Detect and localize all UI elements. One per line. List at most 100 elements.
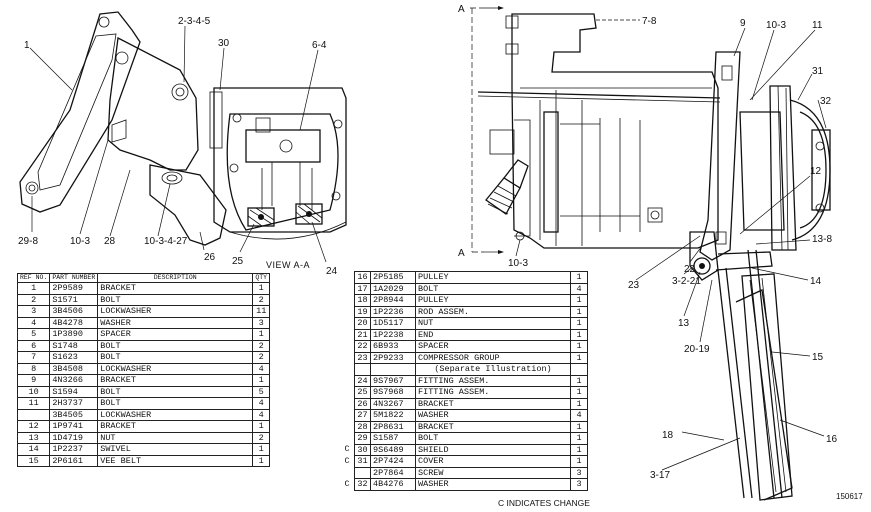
qty: 1 bbox=[570, 294, 588, 307]
ref-no: 11 bbox=[16, 397, 51, 410]
callout-25: 25 bbox=[232, 256, 244, 267]
callout-12: 12 bbox=[810, 166, 822, 177]
ref-no: 16 bbox=[354, 271, 371, 284]
part-number bbox=[370, 363, 416, 376]
qty: 1 bbox=[252, 443, 271, 456]
left-view-drawing bbox=[19, 11, 347, 246]
description: BOLT bbox=[97, 339, 254, 352]
qty: 1 bbox=[252, 282, 271, 295]
callout-13-8: 13-8 bbox=[812, 234, 832, 245]
part-number: 1A2029 bbox=[370, 282, 416, 295]
change-mark bbox=[340, 364, 355, 376]
ref-no: 2 bbox=[16, 293, 51, 306]
description: FITTING ASSEM. bbox=[415, 374, 571, 387]
qty: 1 bbox=[252, 420, 271, 433]
description: (Separate Illustration) bbox=[415, 363, 571, 376]
part-number: 1D5117 bbox=[370, 317, 416, 330]
ref-no bbox=[354, 363, 371, 376]
ref-no: 30 bbox=[354, 443, 371, 456]
callout-16: 16 bbox=[826, 434, 838, 445]
description: ROD ASSEM. bbox=[415, 305, 571, 318]
qty: 1 bbox=[570, 340, 588, 353]
qty: 1 bbox=[570, 351, 588, 364]
ref-no: 25 bbox=[354, 386, 371, 399]
ref-no: 17 bbox=[354, 282, 371, 295]
part-number: 9S7967 bbox=[370, 374, 416, 387]
description: COVER bbox=[415, 455, 571, 468]
ref-no: 1 bbox=[16, 282, 51, 295]
change-mark bbox=[340, 433, 355, 445]
part-number: S1748 bbox=[49, 339, 99, 352]
qty: 1 bbox=[252, 454, 271, 467]
change-mark bbox=[340, 295, 355, 307]
ref-no: 31 bbox=[354, 455, 371, 468]
qty: 1 bbox=[252, 328, 271, 341]
callout-30: 30 bbox=[218, 38, 230, 49]
change-footnote: C INDICATES CHANGE bbox=[498, 498, 590, 508]
part-number: 6B933 bbox=[370, 340, 416, 353]
description: WASHER bbox=[415, 478, 571, 491]
part-number: 9S7968 bbox=[370, 386, 416, 399]
callout-26: 26 bbox=[204, 252, 216, 263]
part-number: 1D4719 bbox=[49, 431, 99, 444]
description: BOLT bbox=[97, 397, 254, 410]
callout-10-3-4-27: 10-3-4-27 bbox=[144, 236, 188, 247]
ref-no: 7 bbox=[16, 351, 51, 364]
ref-no: 15 bbox=[16, 454, 51, 467]
qty: 1 bbox=[252, 374, 271, 387]
ref-no: 24 bbox=[354, 374, 371, 387]
callout-18: 18 bbox=[662, 430, 674, 441]
qty: 3 bbox=[252, 316, 271, 329]
ref-no: 27 bbox=[354, 409, 371, 422]
part-number: 2H3737 bbox=[49, 397, 99, 410]
part-number: S1571 bbox=[49, 293, 99, 306]
description: WASHER bbox=[97, 316, 254, 329]
part-number: 1P3890 bbox=[49, 328, 99, 341]
description: LOCKWASHER bbox=[97, 408, 254, 421]
description: BOLT bbox=[97, 351, 254, 364]
qty: 4 bbox=[252, 397, 271, 410]
qty: 5 bbox=[252, 385, 271, 398]
ref-no: 18 bbox=[354, 294, 371, 307]
part-number: 2P6161 bbox=[49, 454, 99, 467]
qty: 4 bbox=[570, 282, 588, 295]
part-number: 1P2237 bbox=[49, 443, 99, 456]
change-mark bbox=[340, 410, 355, 422]
view-label: VIEW A-A bbox=[266, 260, 310, 270]
ref-no: 9 bbox=[16, 374, 51, 387]
qty: 1 bbox=[570, 305, 588, 318]
change-mark bbox=[340, 421, 355, 433]
ref-no: 4 bbox=[16, 316, 51, 329]
part-number: 4B4276 bbox=[370, 478, 416, 491]
callout-28: 28 bbox=[104, 236, 116, 247]
ref-no: 26 bbox=[354, 397, 371, 410]
part-number: S1623 bbox=[49, 351, 99, 364]
callout-24: 24 bbox=[326, 266, 338, 277]
description: BRACKET bbox=[97, 420, 254, 433]
part-number: S1587 bbox=[370, 432, 416, 445]
part-number: 9S6489 bbox=[370, 443, 416, 456]
description: BOLT bbox=[415, 282, 571, 295]
part-number: 1P9741 bbox=[49, 420, 99, 433]
header-qty: QTY bbox=[252, 273, 271, 283]
part-number: 2P5185 bbox=[370, 271, 416, 284]
part-number: 3B4508 bbox=[49, 362, 99, 375]
qty: 4 bbox=[252, 408, 271, 421]
description: SWIVEL bbox=[97, 443, 254, 456]
